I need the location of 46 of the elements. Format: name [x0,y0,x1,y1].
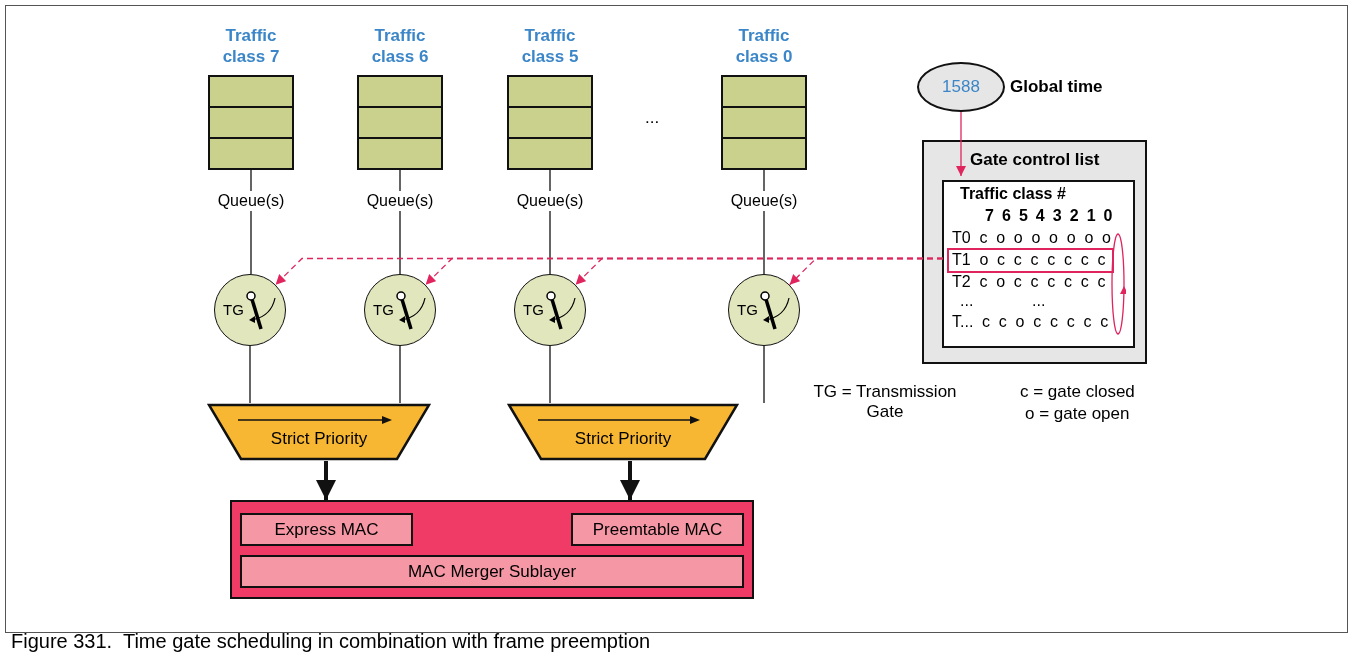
ellipsis-label: ... [645,108,660,128]
table-row: ... [1032,292,1046,310]
note: o = gate open [1025,404,1130,424]
time-ellipse: 1588 [917,62,1005,112]
connector-line [249,345,251,404]
note: TG = Transmission Gate [812,382,958,422]
queue-title: Traffic class 7 [221,25,281,67]
queue-title: Traffic class 6 [370,25,430,67]
gate-label: TG [523,301,544,318]
connector-line [763,345,765,404]
gate-label: TG [737,301,758,318]
mac-box: MAC Merger Sublayer [240,555,744,588]
table-heading: 7 6 5 4 3 2 1 0 [985,207,1113,225]
panel-title: Gate control list [970,150,1100,170]
priority-selector [507,403,739,461]
mac-block [230,500,754,599]
queue-title: Traffic class 0 [734,25,794,67]
mac-box: Preemtable MAC [571,513,744,546]
edge-label: Queue(s) [366,191,434,212]
dashed-arrow [788,257,944,286]
table-row: T2 c o c c c c c c [952,273,1106,291]
edge-label: Queue(s) [217,191,285,212]
gate-label: TG [373,301,394,318]
list-panel [922,140,1147,364]
table-row: T... c c o c c c c c [952,313,1109,331]
table-row: ... [960,292,974,310]
edge-label: Queue(s) [516,191,584,212]
priority-selector [207,403,431,461]
mac-box: Express MAC [240,513,413,546]
connector-line [549,345,551,404]
arrow [316,461,336,500]
caption: Figure 331. Time gate scheduling in combination with frame preemption [11,630,651,653]
arrow [956,111,966,177]
note: c = gate closed [1020,382,1135,402]
gate-label: TG [223,301,244,318]
connector-line [399,345,401,404]
selector-label: Strict Priority [269,429,369,449]
beside-label: Global time [1010,77,1103,97]
highlighted-row: T1 o c c c c c c c [947,248,1114,273]
table-box [942,180,1135,348]
table-heading: Traffic class # [960,185,1066,203]
table-row: T0 c o o o o o o o [952,229,1111,247]
edge-label: Queue(s) [730,191,798,212]
queue-title: Traffic class 5 [520,25,580,67]
selector-label: Strict Priority [573,429,673,449]
arrow [620,461,640,500]
